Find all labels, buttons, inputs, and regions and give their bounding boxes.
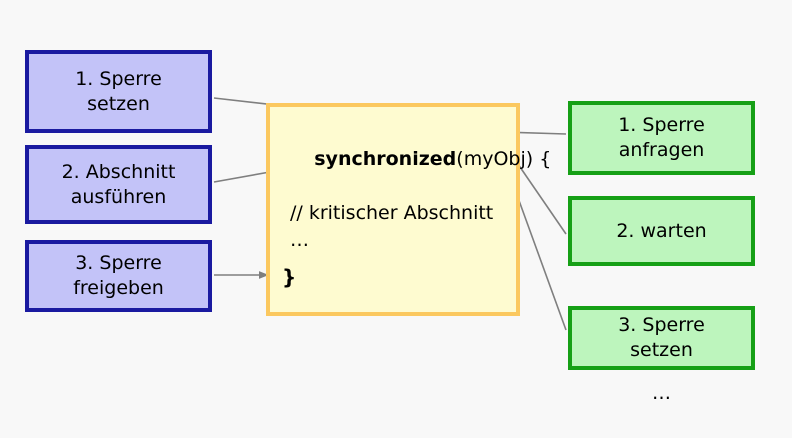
code-argument-myobj: (myObj) { (456, 147, 552, 170)
lock-box-wait-line1: 2. warten (616, 219, 707, 242)
step-box-execute-section[interactable]: 2. Abschnitt ausführen (25, 145, 212, 224)
lock-box-request-lock-line1: 1. Sperre (618, 114, 705, 137)
code-line-closing-brace: } (282, 265, 297, 289)
lock-sequence-ellipsis: … (652, 382, 671, 404)
step-box-release-lock[interactable]: 3. Sperre freigeben (25, 240, 212, 312)
code-line-comment: // kritischer Abschnitt (290, 201, 494, 224)
code-line-synchronized: synchronized(myObj) { (278, 119, 551, 200)
step-box-set-lock[interactable]: 1. Sperre setzen (25, 50, 212, 133)
code-line-ellipsis: … (290, 228, 309, 251)
step-box-release-lock-line2: freigeben (73, 277, 164, 299)
code-keyword-synchronized: synchronized (314, 147, 457, 170)
lock-box-acquire-lock[interactable]: 3. Sperre setzen (568, 306, 755, 370)
code-block: synchronized(myObj) { // kritischer Absc… (266, 103, 551, 316)
lock-box-acquire-lock-line1: 3. Sperre (618, 314, 705, 337)
step-box-set-lock-line1: 1. Sperre (75, 67, 162, 90)
step-box-execute-section-line1: 2. Abschnitt (61, 160, 176, 183)
step-box-execute-section-line2: ausführen (70, 185, 167, 208)
lock-box-request-lock[interactable]: 1. Sperre anfragen (568, 101, 755, 175)
step-box-release-lock-line1: 3. Sperre (75, 252, 162, 275)
lock-box-acquire-lock-line2: setzen (630, 339, 693, 361)
lock-box-request-lock-line2: anfragen (618, 139, 705, 161)
lock-box-wait[interactable]: 2. warten (568, 196, 755, 266)
step-box-set-lock-line2: setzen (87, 92, 150, 115)
